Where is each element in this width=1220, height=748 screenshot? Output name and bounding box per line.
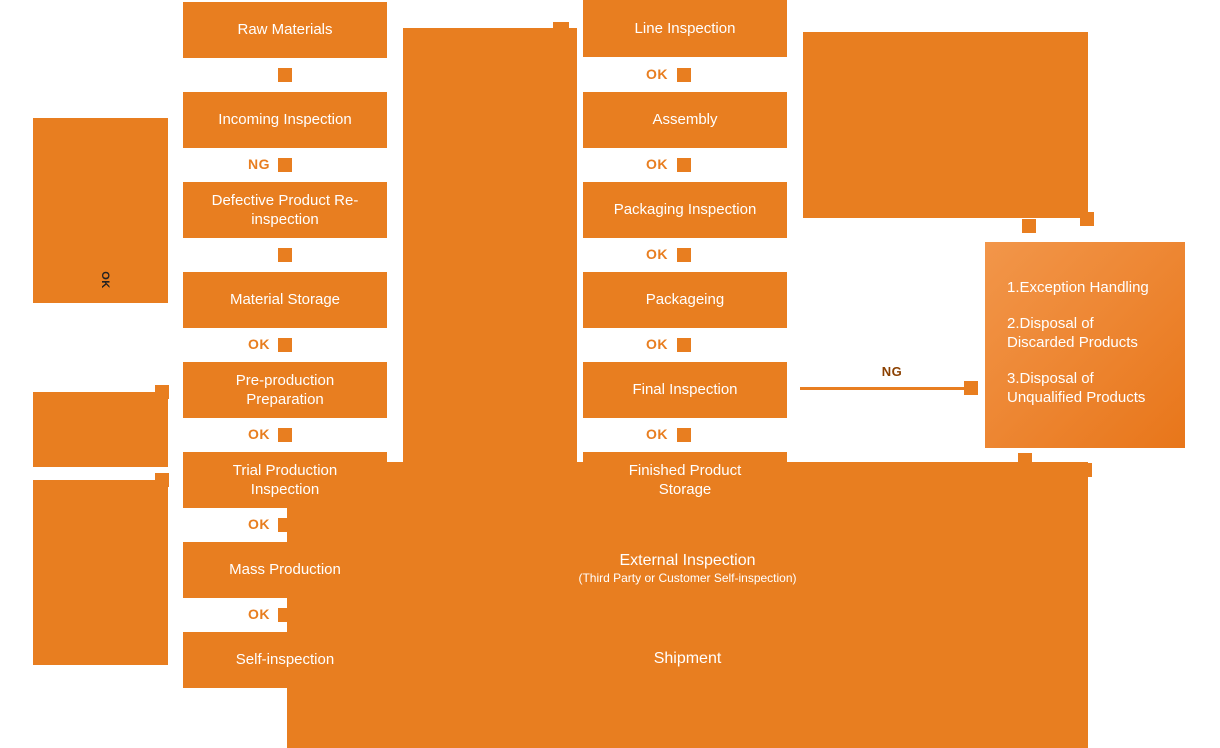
ng-connector-line xyxy=(800,387,966,390)
connector-node xyxy=(155,385,169,399)
connector-node xyxy=(1080,212,1094,226)
connector-node xyxy=(278,248,292,262)
connector-node xyxy=(677,338,691,352)
step-incoming-inspection: Incoming Inspection xyxy=(183,92,387,148)
step-label: Trial Production Inspection xyxy=(232,461,338,499)
middle-tall-block xyxy=(403,28,577,468)
panel-item-disposal-unqualified: 3.Disposal of Unqualified Products xyxy=(1007,369,1146,407)
connector-node xyxy=(677,158,691,172)
step-label: Material Storage xyxy=(229,291,341,309)
step-self-inspection: Self-inspection xyxy=(183,632,387,688)
step-pre-production-preparation: Pre-production Preparation xyxy=(183,362,387,418)
connector-node xyxy=(278,518,292,532)
connector-node xyxy=(1022,219,1036,233)
connector-node xyxy=(553,22,569,38)
external-inspection-subtitle: (Third Party or Customer Self-inspection… xyxy=(578,571,797,585)
step-packageing: Packageing xyxy=(583,272,787,328)
connector-label-ok: OK xyxy=(248,336,270,352)
connector-node xyxy=(278,338,292,352)
step-label: Finished Product Storage xyxy=(628,461,742,499)
step-label: Pre-production Preparation xyxy=(235,371,335,409)
step-material-storage: Material Storage xyxy=(183,272,387,328)
step-assembly: Assembly xyxy=(583,92,787,148)
step-trial-production-inspection: Trial Production Inspection xyxy=(183,452,387,508)
connector-label-ok: OK xyxy=(248,516,270,532)
connector-label-ok: OK xyxy=(646,66,668,82)
step-label: Mass Production xyxy=(229,561,341,579)
panel-item-exception-handling: 1.Exception Handling xyxy=(1007,279,1149,296)
ok-marker-rotated: OK xyxy=(98,271,111,289)
shipment-label: Shipment xyxy=(653,650,722,667)
step-mass-production: Mass Production xyxy=(183,542,387,598)
connector-node xyxy=(1018,453,1032,467)
connector-node xyxy=(278,68,292,82)
ng-branch-label: NG xyxy=(881,364,903,379)
connector-label-ok: OK xyxy=(646,156,668,172)
step-raw-materials: Raw Materials xyxy=(183,2,387,58)
connector-node xyxy=(677,68,691,82)
connector-node xyxy=(1078,463,1092,477)
step-final-inspection: Final Inspection xyxy=(583,362,787,418)
connector-node xyxy=(278,608,292,622)
step-label: Line Inspection xyxy=(634,19,736,37)
connector-label-ok: OK xyxy=(248,426,270,442)
connector-label-ok: OK xyxy=(248,606,270,622)
connector-node xyxy=(155,473,169,487)
step-label: Assembly xyxy=(652,111,718,129)
connector-label-ok: OK xyxy=(646,426,668,442)
left-block-a xyxy=(33,118,168,303)
left-block-c xyxy=(33,480,168,665)
connector-label-ok: OK xyxy=(646,246,668,262)
bottom-section-block xyxy=(287,462,1088,748)
connector-node xyxy=(677,428,691,442)
step-label: Final Inspection xyxy=(632,381,738,399)
step-defective-product-reinspection: Defective Product Re-inspection xyxy=(183,182,387,238)
connector-label-ng: NG xyxy=(248,156,270,172)
connector-label-ok: OK xyxy=(646,336,668,352)
connector-node xyxy=(677,248,691,262)
step-label: Raw Materials xyxy=(237,21,333,39)
exception-panel: 1.Exception Handling 2.Disposal of Disca… xyxy=(985,242,1185,448)
left-block-b xyxy=(33,392,168,467)
right-top-block xyxy=(803,32,1088,218)
connector-node xyxy=(964,381,978,395)
panel-item-disposal-discarded: 2.Disposal of Discarded Products xyxy=(1007,314,1138,352)
step-label: Packaging Inspection xyxy=(613,201,757,219)
step-packaging-inspection: Packaging Inspection xyxy=(583,182,787,238)
step-line-inspection: Line Inspection xyxy=(583,0,787,57)
step-label: Packageing xyxy=(645,291,725,309)
step-label: Defective Product Re-inspection xyxy=(211,191,359,229)
connector-node xyxy=(278,428,292,442)
step-label: Self-inspection xyxy=(235,651,335,669)
connector-node xyxy=(278,158,292,172)
step-label: Incoming Inspection xyxy=(218,111,352,129)
step-finished-product-storage: Finished Product Storage xyxy=(583,452,787,508)
external-inspection-title: External Inspection xyxy=(619,552,756,569)
